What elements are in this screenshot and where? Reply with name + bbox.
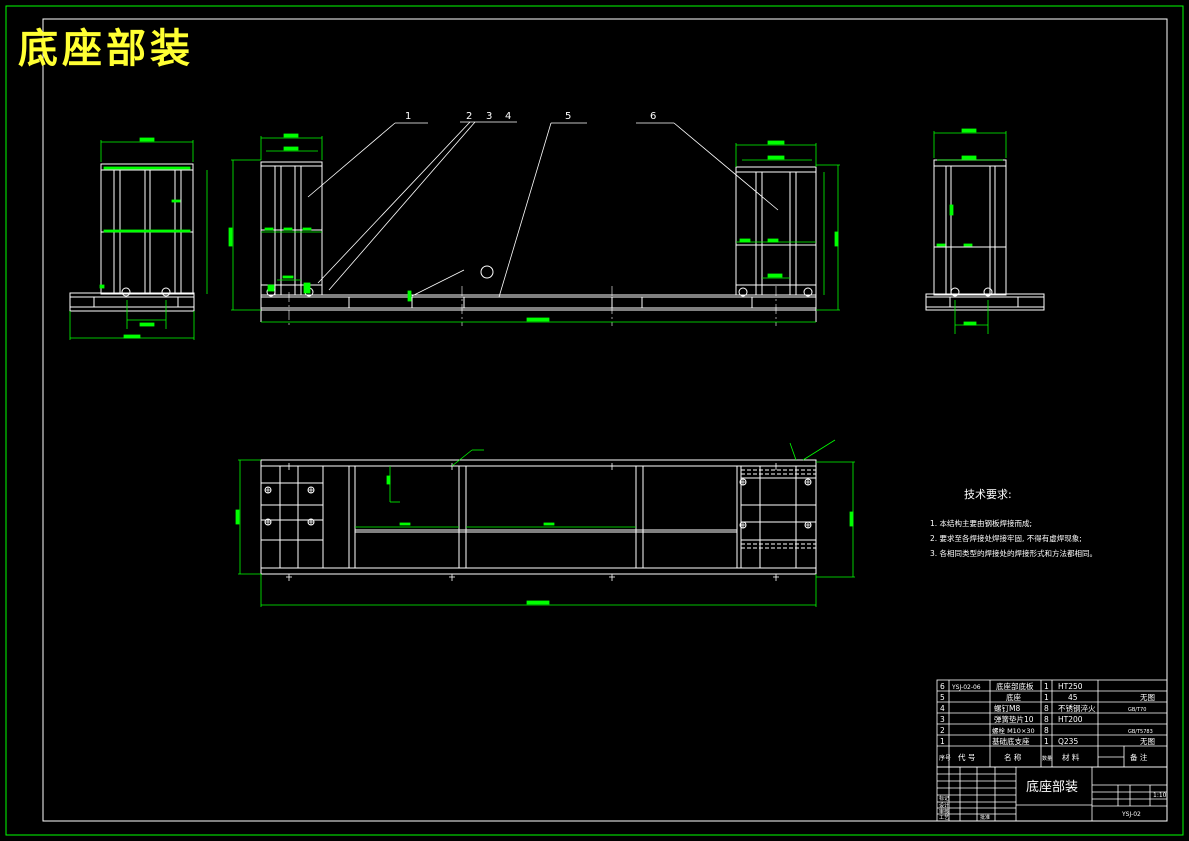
title-block-row-0: 标记 <box>939 795 949 802</box>
bom-material: 45 <box>1068 693 1078 702</box>
tech-requirement-item: 3. 各相同类型的焊接处的焊接形式和方法都相同。 <box>930 549 1098 558</box>
bom-qty: 8 <box>1044 715 1049 724</box>
left-view-dimensions <box>69 137 208 340</box>
bom-code: YSJ-02-06 <box>951 684 981 691</box>
bom-name: 基础底支座 <box>992 736 1030 746</box>
bom-no: 3 <box>940 715 945 724</box>
bom-note: 无图 <box>1140 693 1155 702</box>
bom-no: 4 <box>940 704 945 713</box>
bom-qty: 8 <box>1044 704 1049 713</box>
bom-header-code: 代 号 <box>958 752 975 762</box>
title-block-scale: 1:10 <box>1153 792 1167 799</box>
bom-qty: 1 <box>1044 693 1049 702</box>
bom-name: 弹簧垫片10 <box>994 714 1034 724</box>
plan-view-marks <box>265 463 811 581</box>
inner-border <box>42 18 1168 822</box>
drawing-title: 底座部装 <box>18 25 194 72</box>
bom-header-note: 备 注 <box>1130 752 1148 762</box>
plan-view <box>260 459 817 575</box>
title-block-name: 底座部装 <box>1026 779 1078 795</box>
tech-requirement-item: 2. 要求至各焊接处焊接牢固, 不得有虚焊现象; <box>930 534 1082 543</box>
leader-label-3: 3 <box>486 111 492 122</box>
bom-no: 5 <box>940 693 945 702</box>
bom-material: HT200 <box>1058 715 1083 724</box>
tech-requirement-item: 1. 本结构主要由钢板焊接而成; <box>930 519 1033 528</box>
leader-label-6: 6 <box>650 111 656 122</box>
title-block-text: 底座部装 1:10 YSJ-02 标记 设计 审核 工艺 批准 <box>939 779 1167 821</box>
title-block-drawing-no: YSJ-02 <box>1121 811 1141 818</box>
bom-material: Q235 <box>1058 737 1078 746</box>
bom-header-qty: 数量 <box>1042 755 1052 762</box>
title-block-row-3: 工艺 <box>939 815 949 821</box>
leader-label-4: 4 <box>505 111 511 122</box>
bom-name: 底座部底板 <box>996 681 1034 691</box>
bom-name: 底座 <box>1006 692 1021 702</box>
bom-no: 1 <box>940 737 945 746</box>
leader-label-1: 1 <box>405 111 411 122</box>
bom-note: 无图 <box>1140 737 1155 746</box>
tech-requirements-title: 技术要求: <box>964 488 1012 501</box>
bom-qty: 8 <box>1044 726 1049 735</box>
front-view-dimensions <box>228 133 840 323</box>
bom-name: 螺栓 M10×30 <box>992 726 1035 735</box>
leader-label-2: 2 <box>466 111 472 122</box>
leader-lines <box>307 121 779 298</box>
right-view-dimensions <box>933 128 1007 334</box>
bom-header-name: 名 称 <box>1004 752 1022 762</box>
bom-no: 6 <box>940 682 945 691</box>
bom-name: 螺钉M8 <box>994 703 1020 713</box>
outer-border <box>5 5 1184 836</box>
front-view-centerlines <box>288 286 777 326</box>
bom-material: 不锈钢淬火 <box>1058 703 1096 713</box>
bom-note: GB/T70 <box>1128 707 1146 713</box>
bom-qty: 1 <box>1044 682 1049 691</box>
bom-header-material: 材 料 <box>1062 752 1080 762</box>
bom-qty: 1 <box>1044 737 1049 746</box>
bom-header-no: 序号 <box>939 754 951 762</box>
bom-note: GB/T5783 <box>1128 729 1153 735</box>
leader-label-5: 5 <box>565 111 571 122</box>
title-block <box>936 766 1168 822</box>
bom-no: 2 <box>940 726 945 735</box>
bom-material: HT250 <box>1058 682 1083 691</box>
title-block-row-2: 审核 <box>939 808 949 815</box>
title-block-approve: 批准 <box>980 814 990 821</box>
plan-view-dimensions <box>235 439 855 607</box>
title-block-row-1: 设计 <box>939 802 949 809</box>
bom-text: 6 YSJ-02-06 底座部底板 1 HT250 5 底座 1 45 无图 4… <box>939 681 1155 762</box>
